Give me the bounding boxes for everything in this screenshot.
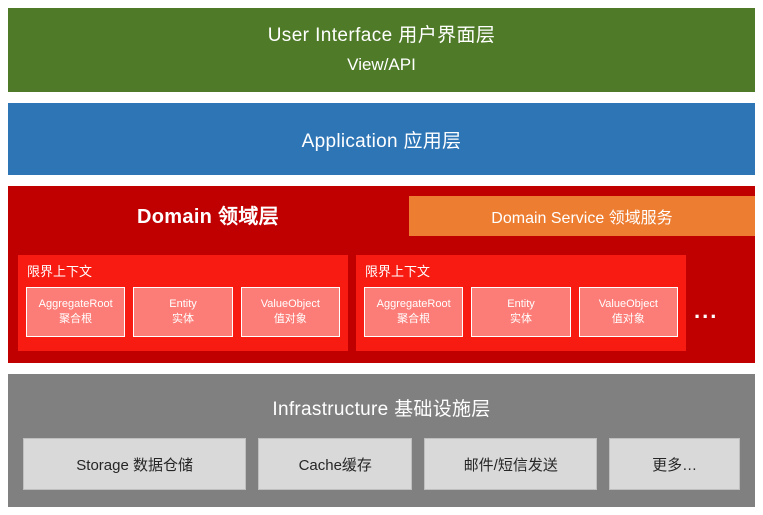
entity-label-en: Entity bbox=[169, 298, 197, 310]
infrastructure-items: Storage 数据仓储 Cache缓存 邮件/短信发送 更多… bbox=[23, 438, 740, 490]
aggregate-root-label-zh: 聚合根 bbox=[397, 313, 431, 325]
infrastructure-messaging-box: 邮件/短信发送 bbox=[424, 438, 598, 490]
bounded-context-1-title: 限界上下文 bbox=[27, 264, 93, 279]
entity-box: Entity 实体 bbox=[471, 287, 571, 337]
domain-layer: Domain 领域层 Domain Service 领域服务 限界上下文 Agg… bbox=[8, 186, 755, 363]
bounded-context-2-title: 限界上下文 bbox=[365, 264, 431, 279]
domain-layer-title: Domain 领域层 bbox=[137, 206, 279, 228]
bounded-context-1: 限界上下文 AggregateRoot 聚合根 Entity 实体 ValueO… bbox=[18, 255, 348, 351]
value-object-label-en: ValueObject bbox=[260, 298, 320, 310]
entity-label-en: Entity bbox=[507, 298, 535, 310]
aggregate-root-box: AggregateRoot 聚合根 bbox=[364, 287, 464, 337]
value-object-label-zh: 值对象 bbox=[273, 313, 307, 325]
aggregate-root-label-zh: 聚合根 bbox=[59, 313, 93, 325]
domain-service-box: Domain Service 领域服务 bbox=[409, 196, 755, 236]
application-layer: Application 应用层 bbox=[8, 103, 755, 175]
entity-label-zh: 实体 bbox=[509, 313, 532, 325]
infrastructure-storage-box: Storage 数据仓储 bbox=[23, 438, 247, 490]
user-interface-layer-subtitle: View/API bbox=[347, 55, 416, 74]
value-object-label-en: ValueObject bbox=[598, 298, 658, 310]
value-object-box: ValueObject 值对象 bbox=[578, 287, 678, 337]
more-bounded-contexts-ellipsis: ... bbox=[694, 298, 719, 323]
infrastructure-layer: Infrastructure 基础设施层 Storage 数据仓储 Cache缓… bbox=[8, 374, 755, 507]
aggregate-root-label-en: AggregateRoot bbox=[38, 298, 113, 310]
user-interface-layer: User Interface 用户界面层 View/API bbox=[8, 8, 755, 92]
value-object-box: ValueObject 值对象 bbox=[240, 287, 340, 337]
aggregate-root-box: AggregateRoot 聚合根 bbox=[26, 287, 126, 337]
value-object-label-zh: 值对象 bbox=[611, 313, 645, 325]
domain-service-title: Domain Service 领域服务 bbox=[491, 210, 673, 227]
aggregate-root-label-en: AggregateRoot bbox=[376, 298, 451, 310]
bounded-context-2-items: AggregateRoot 聚合根 Entity 实体 ValueObject … bbox=[364, 287, 678, 337]
bounded-context-1-items: AggregateRoot 聚合根 Entity 实体 ValueObject … bbox=[26, 287, 340, 337]
application-layer-title: Application 应用层 bbox=[301, 130, 462, 152]
entity-box: Entity 实体 bbox=[133, 287, 233, 337]
infrastructure-layer-title: Infrastructure 基础设施层 bbox=[272, 399, 491, 420]
entity-label-zh: 实体 bbox=[171, 313, 194, 325]
infrastructure-cache-box: Cache缓存 bbox=[258, 438, 413, 490]
infrastructure-more-box: 更多… bbox=[609, 438, 740, 490]
user-interface-layer-title: User Interface 用户界面层 bbox=[267, 25, 496, 46]
bounded-context-2: 限界上下文 AggregateRoot 聚合根 Entity 实体 ValueO… bbox=[356, 255, 686, 351]
